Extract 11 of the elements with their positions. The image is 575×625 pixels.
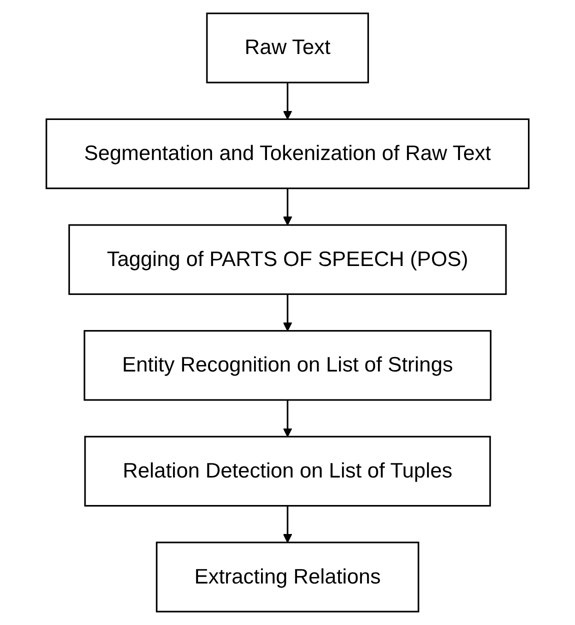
node-box: Raw Text — [206, 12, 369, 84]
arrow — [282, 506, 292, 543]
arrow — [282, 82, 292, 120]
node-box: Tagging of PARTS OF SPEECH (POS) — [68, 224, 507, 295]
node-box: Relation Detection on List of Tuples — [84, 436, 491, 507]
node-box: Extracting Relations — [156, 542, 420, 612]
arrow — [282, 400, 292, 438]
arrow — [282, 294, 292, 332]
node-box: Segmentation and Tokenization of Raw Text — [46, 118, 530, 190]
arrow — [282, 188, 292, 226]
node-box: Entity Recognition on List of Strings — [84, 330, 492, 401]
